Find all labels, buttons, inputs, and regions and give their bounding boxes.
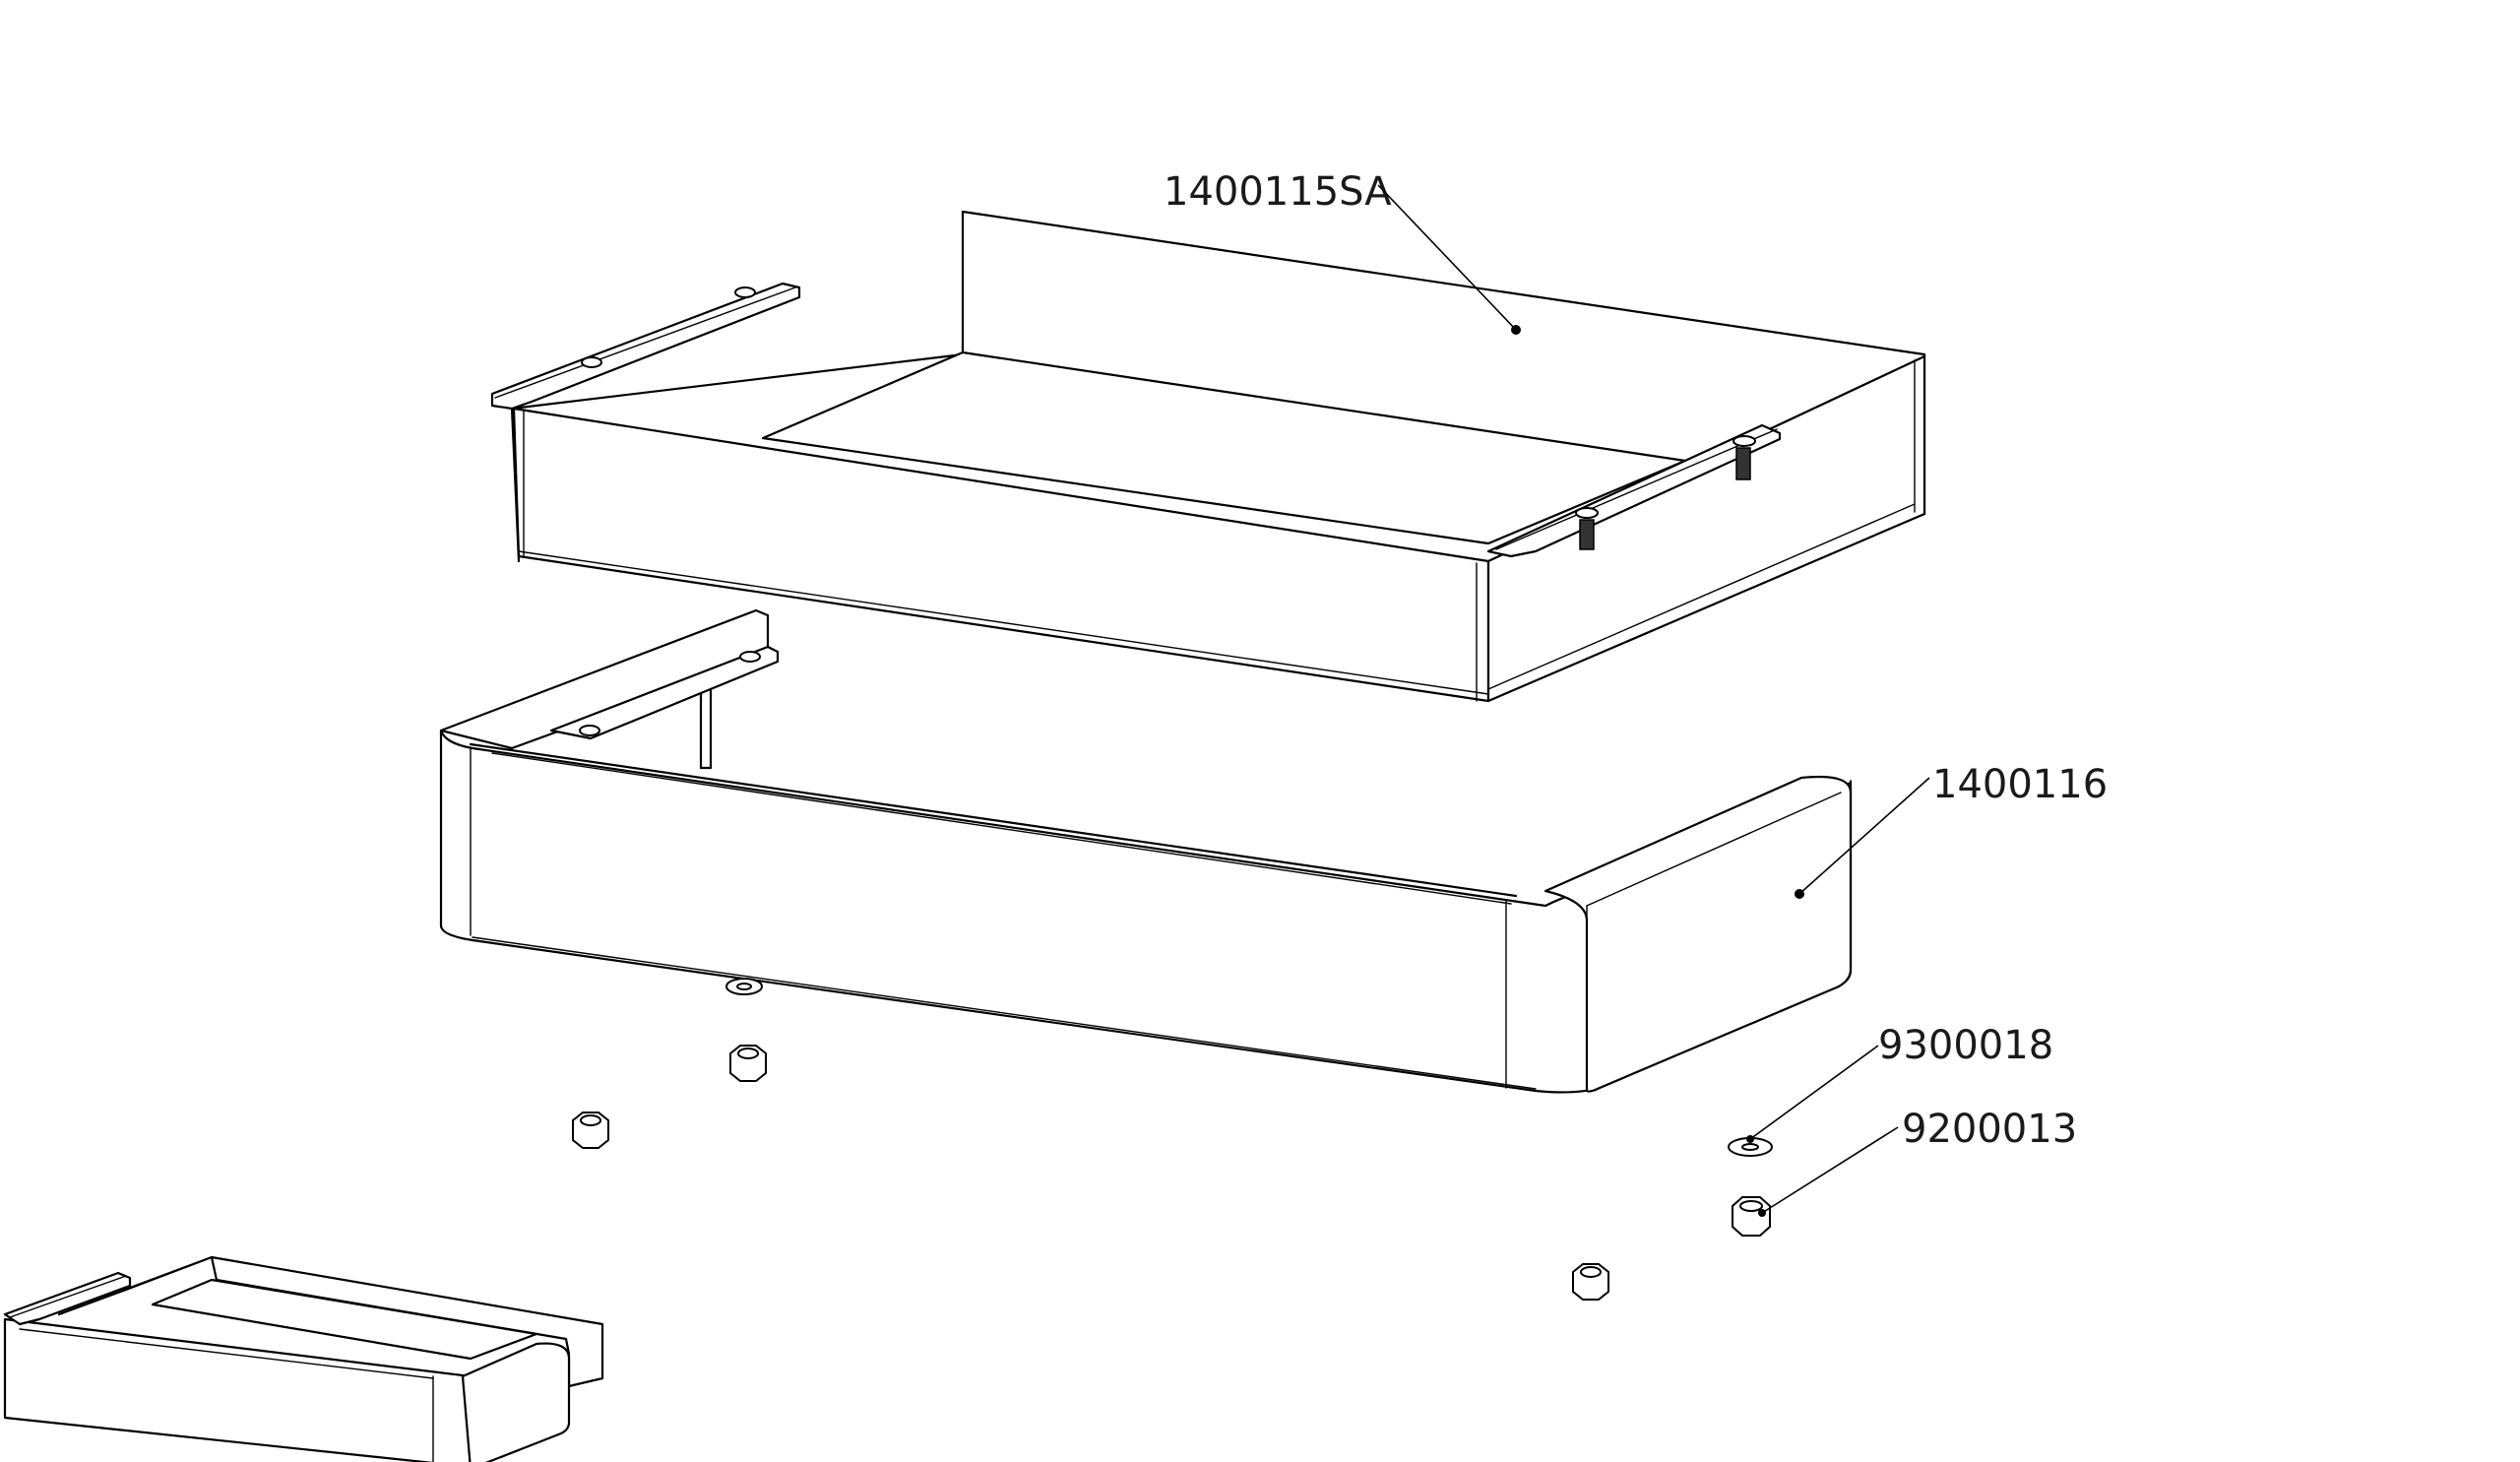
housing-top-lip-inner bbox=[491, 752, 1512, 905]
leader-line bbox=[1761, 1126, 1899, 1214]
callout-1400115SA: 1400115SA bbox=[1164, 169, 1521, 335]
nut-icon bbox=[729, 1045, 767, 1082]
callout-label: 9200013 bbox=[1902, 1107, 2077, 1152]
flange-hole bbox=[1575, 507, 1599, 519]
nut-icon bbox=[572, 1112, 609, 1149]
washer-icon bbox=[1728, 1137, 1773, 1157]
thumb-floor bbox=[151, 1278, 538, 1361]
housing-end-cap bbox=[1544, 775, 1853, 1093]
callout-label: 1400115SA bbox=[1164, 169, 1392, 215]
leader-dot bbox=[1746, 1135, 1754, 1143]
flange-hole bbox=[734, 286, 756, 298]
thumb-front bbox=[3, 1317, 472, 1462]
thumb-lip bbox=[19, 1328, 434, 1379]
callout-label: 9300018 bbox=[1878, 1023, 2053, 1068]
leader-dot bbox=[1511, 325, 1521, 335]
stud-icon bbox=[1735, 447, 1751, 480]
nut-icon bbox=[1572, 1263, 1609, 1301]
tray-inner-floor bbox=[761, 350, 1687, 545]
housing-bottom-edge bbox=[472, 936, 1537, 1090]
nut-icon bbox=[1732, 1196, 1771, 1237]
flange-hole bbox=[581, 356, 602, 368]
leader-line bbox=[1749, 1045, 1879, 1140]
tray-bottom-lip bbox=[518, 550, 1489, 695]
flange-hole bbox=[1732, 435, 1756, 447]
housing-back-rail bbox=[439, 608, 770, 770]
housing-part-1400116 bbox=[439, 608, 1853, 1094]
tray-right-wall bbox=[1486, 354, 1926, 703]
thumb-flange-edge bbox=[9, 1275, 127, 1318]
assembled-thumbnail bbox=[3, 1255, 604, 1462]
stud-icon bbox=[1579, 519, 1595, 550]
callout-label: 1400116 bbox=[1932, 762, 2108, 807]
flange-edge bbox=[1495, 428, 1778, 550]
rail-hole bbox=[579, 725, 600, 736]
flange-edge bbox=[494, 286, 796, 399]
leader-line bbox=[1377, 184, 1517, 331]
callout-9200013: 9200013 bbox=[1758, 1107, 2077, 1217]
leader-dot bbox=[1758, 1209, 1766, 1217]
washer-hole bbox=[736, 983, 752, 990]
leader-line bbox=[1798, 777, 1930, 895]
callout-1400116: 1400116 bbox=[1795, 762, 2108, 899]
hardware-group bbox=[572, 978, 1773, 1301]
rail-hole bbox=[739, 651, 761, 663]
housing-top-lip bbox=[469, 742, 1518, 898]
callout-9300018: 9300018 bbox=[1746, 1023, 2053, 1143]
thumb-end-cap bbox=[461, 1342, 571, 1462]
tray-bottom-lip-right bbox=[1487, 503, 1916, 690]
end-cap-top bbox=[1586, 792, 1842, 907]
housing-rail-flange bbox=[549, 645, 780, 740]
tray-part-1400115SA bbox=[490, 210, 1926, 703]
leader-dot bbox=[1795, 889, 1804, 899]
